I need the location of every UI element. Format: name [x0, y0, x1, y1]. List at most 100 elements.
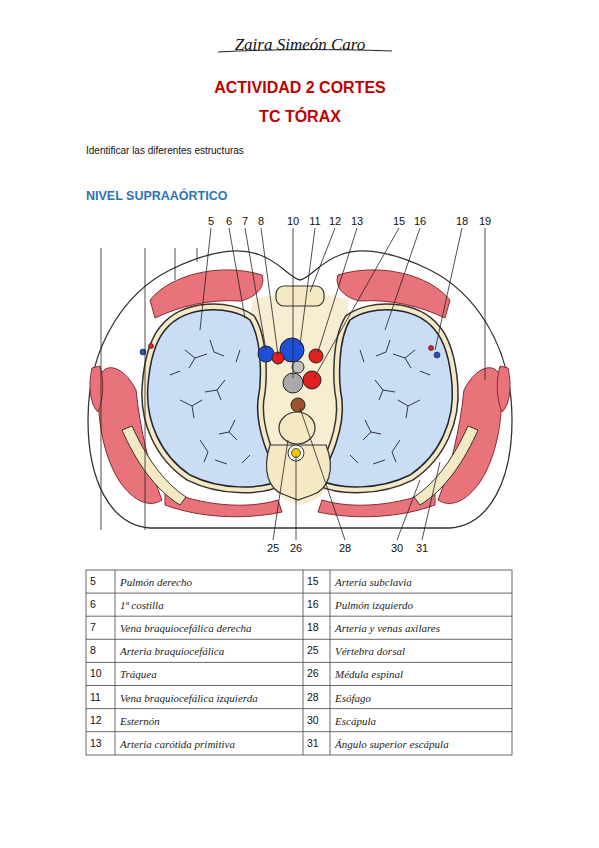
table-number-cell: 31: [307, 738, 319, 750]
table-number-cell: 8: [90, 645, 96, 657]
table-answer-cell: Esófago: [335, 692, 371, 704]
callout-number: 30: [391, 542, 403, 554]
axillary-vein: [434, 352, 440, 358]
table-answer-cell: Pulmón derecho: [120, 576, 192, 588]
table-answer-cell: Médula espinal: [335, 668, 403, 680]
table-grid: [86, 570, 512, 755]
table-answer-cell: 1ª costilla: [120, 599, 164, 611]
rib-ring: [148, 310, 280, 487]
table-answer-cell: Escápula: [335, 715, 376, 727]
section-heading: NIVEL SUPRAAÓRTICO: [86, 190, 227, 204]
callout-number: 6: [226, 215, 232, 227]
callout-number: 31: [416, 542, 428, 554]
table-answer-cell: Vértebra dorsal: [335, 645, 405, 657]
axillary-artery: [429, 346, 434, 351]
table-answer-cell: Vena braquiocefálica izquierda: [120, 692, 258, 704]
callout-number: 19: [479, 215, 491, 227]
table-number-cell: 28: [307, 692, 319, 704]
instruction-text: Identificar las diferentes estructuras: [86, 145, 244, 156]
table-answer-cell: Vena braquiocefálica derecha: [120, 622, 252, 634]
callout-number: 5: [208, 215, 214, 227]
lateral-muscle: [497, 366, 510, 412]
callout-number: 8: [258, 215, 264, 227]
subclavian-artery: [303, 371, 321, 389]
leader-line: [300, 228, 315, 345]
vertebral-body: [279, 412, 315, 444]
leader-lines: [101, 228, 485, 540]
table-number-cell: 11: [90, 692, 101, 704]
leader-line: [310, 228, 335, 292]
leader-line: [435, 228, 462, 350]
leader-line: [261, 228, 278, 355]
callout-number: 28: [339, 542, 351, 554]
subtitle: TC TÓRAX: [259, 108, 341, 126]
leader-line: [197, 248, 198, 262]
table-answer-cell: Arteria subclavia: [335, 576, 412, 588]
table-answer-cell: Ángulo superior escápula: [335, 738, 449, 750]
esophagus: [291, 398, 305, 412]
table-rules: [86, 570, 512, 755]
leader-line: [200, 228, 211, 330]
left-half: [90, 270, 282, 517]
body-outline: [88, 251, 512, 528]
callout-number: 26: [290, 542, 302, 554]
table-number-cell: 25: [307, 645, 319, 657]
leader-line: [175, 248, 176, 280]
table-number-cell: 5: [90, 576, 96, 588]
lung: [320, 310, 452, 487]
vertebra: [266, 412, 330, 500]
table-number-cell: 30: [307, 715, 319, 727]
table-number-cell: 15: [307, 576, 319, 588]
table-number-cell: 18: [307, 622, 319, 634]
table-border: [86, 570, 512, 755]
leader-line: [300, 408, 345, 540]
table-number-cell: 12: [90, 715, 102, 727]
callout-number: 18: [456, 215, 468, 227]
table-answer-cell: Esternón: [120, 715, 160, 727]
bronchial-branches: [350, 340, 430, 464]
callout-number: 10: [287, 215, 299, 227]
table-answer-cell: Pulmón izquierdo: [335, 599, 413, 611]
leader-line: [145, 248, 146, 530]
student-name: Zaira Simeón Caro: [235, 36, 366, 55]
leader-line: [101, 248, 102, 530]
callout-number: 25: [267, 542, 279, 554]
axillary-artery: [149, 344, 154, 349]
leader-line: [314, 228, 399, 378]
right-half: [318, 270, 510, 517]
leader-line: [273, 440, 288, 540]
leader-line: [422, 462, 440, 540]
table-number-cell: 10: [90, 668, 102, 680]
table-number-cell: 26: [307, 668, 319, 680]
bronchial-branches: [170, 340, 250, 464]
rib-ring: [320, 310, 452, 487]
table-number-cell: 13: [90, 738, 102, 750]
table-number-cell: 16: [307, 599, 319, 611]
leader-line: [293, 228, 294, 378]
table-number-cell: 6: [90, 599, 96, 611]
lung: [148, 310, 280, 487]
leader-line: [485, 228, 486, 380]
common-carotid-artery: [309, 349, 323, 363]
callout-number: 12: [329, 215, 341, 227]
table-answer-cell: Arteria braquiocefálica: [120, 645, 224, 657]
callout-number: 7: [242, 215, 248, 227]
leader-line: [229, 228, 245, 318]
table-answer-cell: Tráquea: [120, 668, 157, 680]
back-muscle: [165, 490, 282, 517]
leader-line: [296, 456, 297, 540]
callout-number: 15: [393, 215, 405, 227]
sternum: [276, 286, 324, 306]
table-answer-cell: Arteria carótida primitiva: [120, 738, 235, 750]
callout-number: 13: [351, 215, 363, 227]
worksheet-title: ACTIVIDAD 2 CORTES: [214, 79, 386, 97]
rib-ring: [148, 310, 280, 487]
leader-line: [245, 228, 266, 350]
table-answer-cell: Arteria y venas axilares: [335, 622, 440, 634]
thymus: [292, 361, 304, 373]
callout-number: 16: [414, 215, 426, 227]
rib-ring: [320, 310, 452, 487]
vertebral-arch: [266, 445, 330, 500]
